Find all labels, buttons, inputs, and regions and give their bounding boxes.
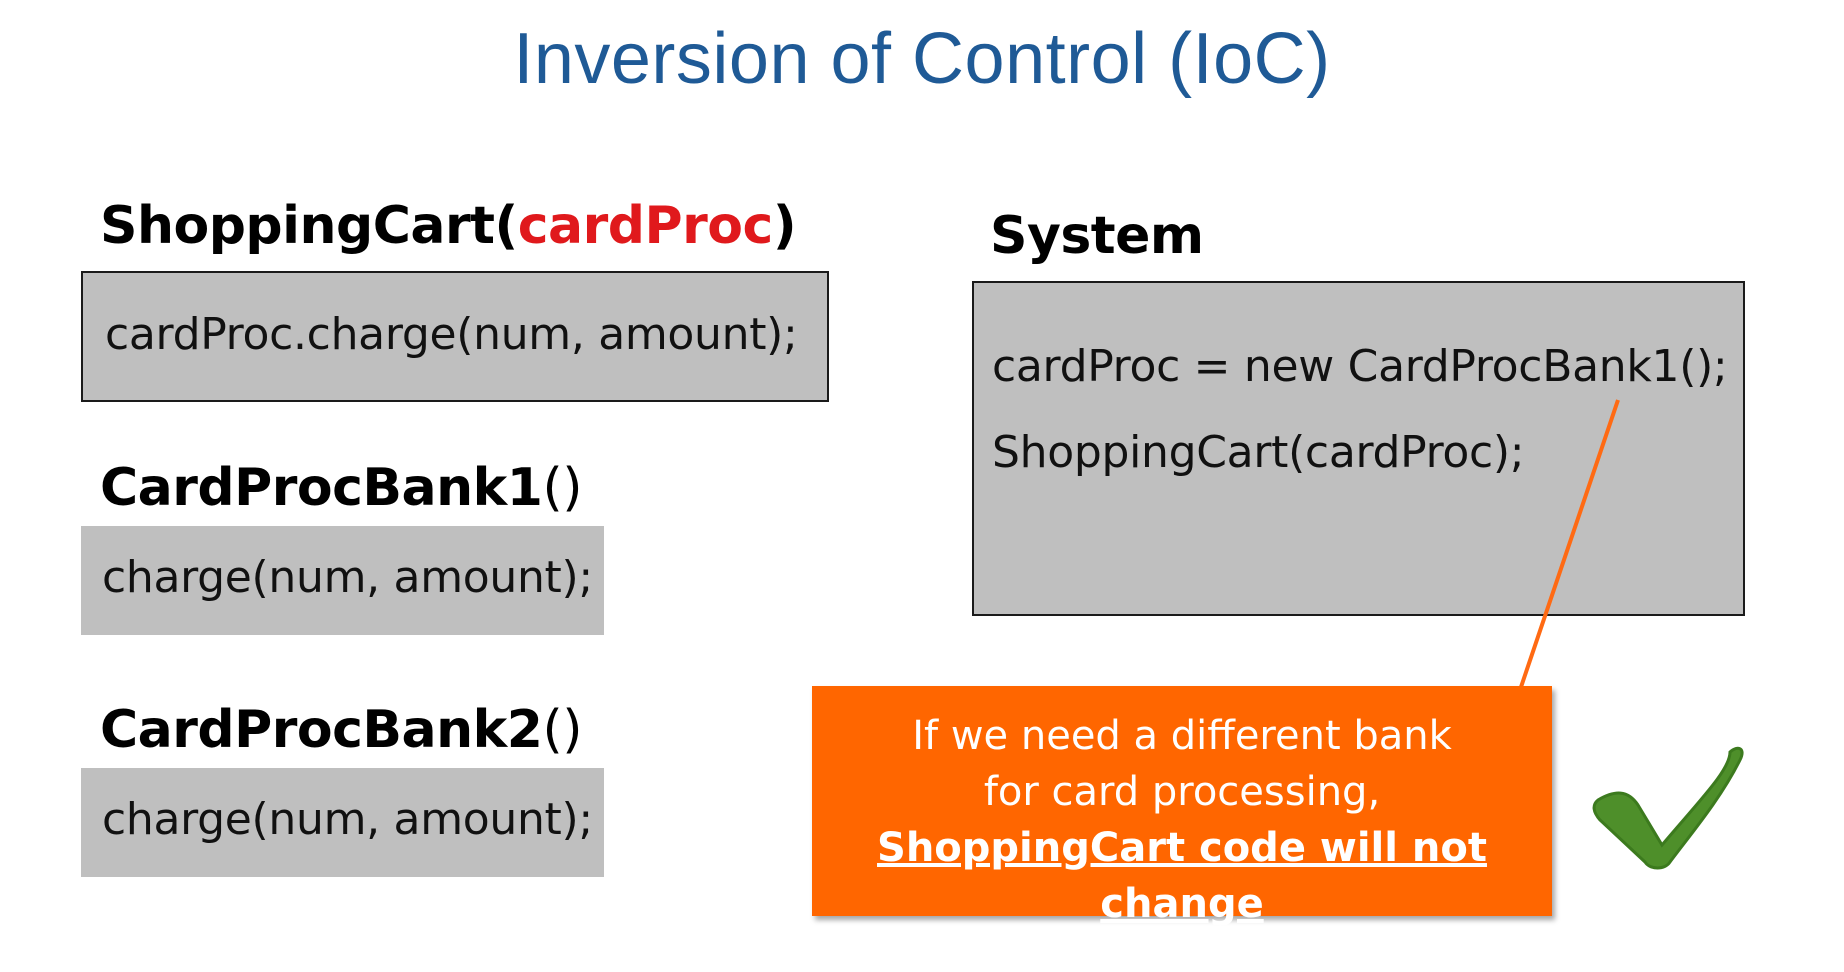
system-code-line2: ShoppingCart(cardProc); xyxy=(992,427,1525,478)
bank2-code: charge(num, amount); xyxy=(102,794,593,845)
callout-line1: If we need a different bank xyxy=(912,713,1452,759)
checkmark-icon xyxy=(1592,746,1744,870)
callout-line3: ShoppingCart code will not change xyxy=(877,825,1487,927)
bank2-box: charge(num, amount); xyxy=(81,768,604,877)
callout-line2: for card processing, xyxy=(983,769,1381,815)
slide-title: Inversion of Control (IoC) xyxy=(513,19,1331,99)
system-label-text: System xyxy=(990,206,1204,266)
callout-connector xyxy=(1518,399,1620,691)
system-label: System xyxy=(990,206,1204,266)
system-code-line1: cardProc = new CardProcBank1(); xyxy=(992,341,1728,392)
bank1-box: charge(num, amount); xyxy=(81,526,604,635)
bank2-label: CardProcBank2() xyxy=(100,700,583,760)
bank1-label-parens: () xyxy=(542,458,583,518)
system-box: cardProc = new CardProcBank1(); Shopping… xyxy=(972,281,1745,616)
shopping-cart-label-prefix: ShoppingCart( xyxy=(100,196,518,256)
shopping-cart-code: cardProc.charge(num, amount); xyxy=(105,309,798,360)
bank2-label-parens: () xyxy=(542,700,583,760)
shopping-cart-label: ShoppingCart(cardProc) xyxy=(100,196,797,256)
shopping-cart-label-param: cardProc xyxy=(517,196,774,256)
shopping-cart-label-suffix: ) xyxy=(772,196,797,256)
bank1-code: charge(num, amount); xyxy=(102,552,593,603)
bank2-label-name: CardProcBank2 xyxy=(100,700,543,760)
bank1-label-name: CardProcBank1 xyxy=(100,458,543,518)
bank1-label: CardProcBank1() xyxy=(100,458,583,518)
callout-box: If we need a different bank for card pro… xyxy=(812,686,1552,927)
shopping-cart-box: cardProc.charge(num, amount); xyxy=(81,271,829,402)
